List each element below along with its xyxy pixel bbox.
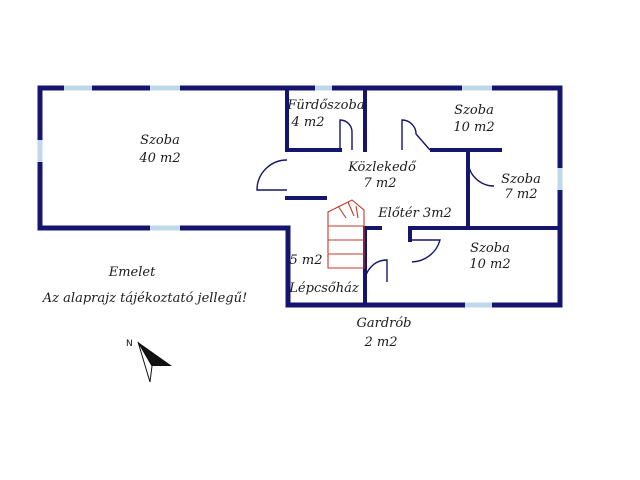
compass-label: N [126,339,133,349]
room-area-large: 40 m2 [138,151,180,166]
door-eloter [410,239,441,263]
compass-arrow-icon [138,342,172,382]
door-large-room [256,159,288,191]
staircase [327,199,365,269]
room-name-small: Szoba [501,172,541,187]
door-szoba-small [467,159,495,187]
outer-wall [37,85,563,308]
room-name-stairwell: Lépcsőház [288,281,359,296]
compass: N [126,339,172,383]
windows [37,85,563,308]
room-name-bathroom: Fürdőszoba [286,98,364,113]
room-area-top-right: 10 m2 [453,120,494,135]
floor-label: Emelet [108,265,156,280]
room-name-top-right: Szoba [454,103,494,118]
room-area-stairwell: 5 m2 [289,253,322,268]
stair-steps [328,201,364,255]
doors [256,119,495,283]
door-gardrob [364,259,388,283]
room-area-wardrobe: 2 m2 [363,335,397,350]
room-labels: Szoba 40 m2 Fürdőszoba 4 m2 Szoba 10 m2 … [138,98,540,350]
room-name-anteroom: Előtér 3m2 [377,206,452,221]
room-name-wardrobe: Gardrób [356,316,411,331]
stair-outline [327,199,365,269]
door-szoba-top-right [401,119,431,151]
room-name-large: Szoba [140,133,180,148]
room-name-corridor: Közlekedő [347,160,417,175]
room-area-corridor: 7 m2 [363,176,396,191]
room-area-bathroom: 4 m2 [290,115,324,130]
room-area-small: 7 m2 [504,187,537,202]
room-name-bottom-right: Szoba [470,241,510,256]
door-bathroom [339,119,353,150]
disclaimer-text: Az alaprajz tájékoztató jellegű! [42,291,247,306]
room-area-bottom-right: 10 m2 [469,257,510,272]
